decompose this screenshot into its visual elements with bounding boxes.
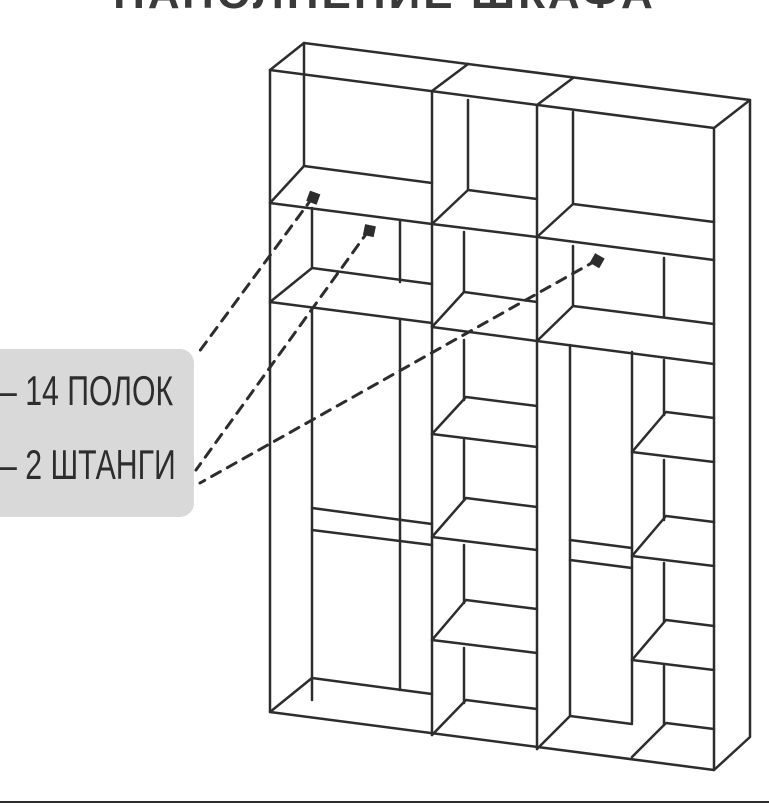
leader-line-3	[198, 258, 599, 485]
leader-line-2	[194, 228, 371, 472]
callout-box: – 14 ПОЛОК – 2 ШТАНГИ	[0, 349, 194, 517]
bottom-rule	[0, 801, 769, 803]
shelves-count-label: – 14 ПОЛОК	[0, 367, 174, 414]
page-title: НАПОЛНЕНИЕ ШКАФА	[0, 0, 769, 19]
rods-count-label: – 2 ШТАНГИ	[0, 441, 176, 488]
wardrobe-outline	[268, 41, 752, 772]
leader-lines	[194, 195, 599, 485]
leader-line-1	[194, 195, 315, 358]
